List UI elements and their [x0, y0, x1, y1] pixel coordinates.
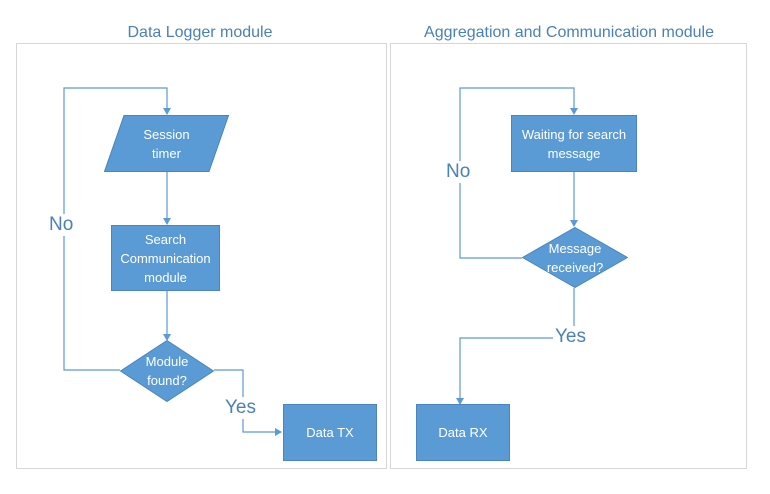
module-found-label: Module found? [145, 354, 189, 388]
module-found-decision: Module found? [120, 340, 214, 402]
data-rx-label: Data RX [438, 425, 488, 440]
diamond-shape [120, 340, 214, 402]
left-no-label: No [47, 214, 76, 236]
message-received-decision: Message received? [522, 227, 628, 288]
data-tx-label: Data TX [306, 425, 354, 440]
message-received-label: Message received? [546, 240, 604, 275]
left-module-title: Data Logger module [127, 24, 273, 41]
edge-loop-no-left [63, 87, 171, 371]
session-timer-label: Session timer [143, 126, 190, 161]
search-communication-module-label: Search Communication module [120, 231, 211, 285]
diamond-shape-right [522, 227, 628, 288]
waiting-for-search-message-label: Waiting for search message [521, 126, 627, 161]
left-yes-label: Yes [223, 397, 258, 419]
waiting-for-search-message-box: Waiting for search message [511, 115, 637, 172]
search-communication-module-box: Search Communication module [111, 225, 220, 291]
right-module-title: Aggregation and Communication module [424, 24, 714, 41]
data-tx-box: Data TX [283, 404, 377, 461]
data-rx-box: Data RX [416, 404, 510, 461]
session-timer-parallelogram: Session timer [104, 115, 229, 172]
right-yes-label: Yes [553, 326, 588, 348]
edge-yes-to-datarx [456, 288, 575, 405]
right-no-label: No [444, 161, 473, 183]
edge-loop-no-right [459, 87, 578, 259]
parallelogram-shape [104, 115, 229, 172]
